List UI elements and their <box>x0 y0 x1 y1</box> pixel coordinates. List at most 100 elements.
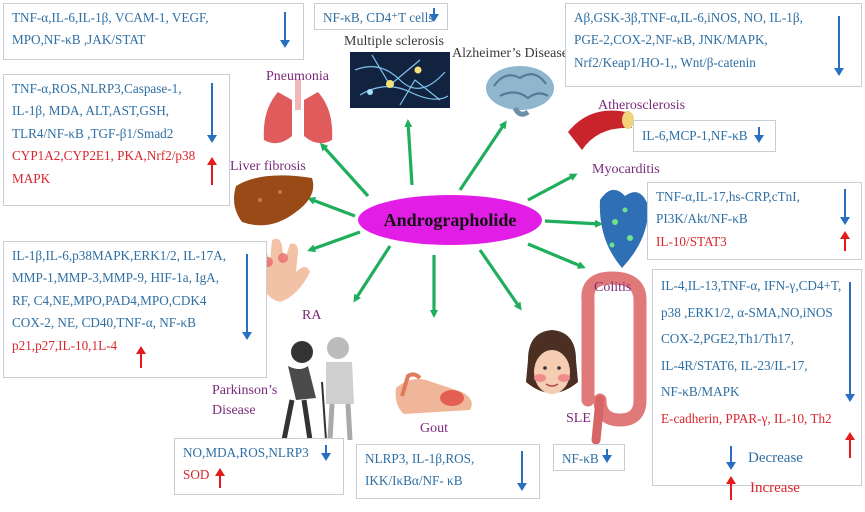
center-node: Andrographolide <box>358 195 542 245</box>
marker-line: p21,p27,IL-10,1L-4 <box>12 337 118 353</box>
increase-arrow-icon <box>136 346 146 368</box>
marker-line: TNF-α,IL-6,IL-1β, VCAM-1, VEGF, <box>12 10 209 25</box>
label-parkinsons-line2: Disease <box>212 403 256 418</box>
legend-increase-label: Increase <box>750 480 800 496</box>
arrow-colitis <box>527 242 586 269</box>
marker-line: RF, C4,NE,MPO,PAD4,MPO,CDK4 <box>12 292 207 308</box>
lungs-illustration <box>263 80 333 144</box>
legend-decrease-label: Decrease <box>748 450 803 466</box>
elderly-figures-illustration <box>281 337 354 441</box>
marker-line: NF-κB/MAPK <box>661 384 740 399</box>
marker-line: TNF-α,IL-17,hs-CRP,cTnI, <box>656 189 800 204</box>
arrow-liver-fibrosis <box>307 197 356 218</box>
increase-arrow-icon <box>215 468 225 488</box>
label-colitis: Colitis <box>594 280 632 295</box>
label-liver-fibrosis: Liver fibrosis <box>230 159 306 174</box>
marker-line: IL-1β, MDA, ALT,AST,GSH, <box>12 103 170 119</box>
arrow-sle <box>478 249 522 311</box>
brain-illustration <box>486 66 554 117</box>
marker-line: PGE-2,COX-2,NF-κB, JNK/MAPK, <box>574 32 768 48</box>
label-atherosclerosis: Atherosclerosis <box>598 98 686 113</box>
marker-line: E-cadherin, PPAR-γ, IL-10, Th2 <box>661 410 832 426</box>
face-illustration <box>526 330 578 394</box>
label-parkinsons: Parkinson’s Disease <box>212 381 277 421</box>
legend-decrease-arrow-icon <box>726 446 736 470</box>
box-parkinsons: NO,MDA,ROS,NLRP3 SOD <box>174 438 344 495</box>
decrease-arrow-icon <box>602 449 612 463</box>
box-colitis: IL-4,IL-13,TNF-α, IFN-γ,CD4+T, p38 ,ERK1… <box>652 269 862 486</box>
decrease-arrow-icon <box>834 16 844 76</box>
increase-arrow-icon <box>840 231 850 251</box>
label-sle: SLE <box>566 411 591 426</box>
label-ra: RA <box>302 308 322 323</box>
decrease-arrow-icon <box>280 12 290 48</box>
label-alzheimers: Alzheimer’s Disease <box>452 46 568 61</box>
marker-line: CYP1A2,CYP2E1, PKA,Nrf2/p38 <box>12 148 196 164</box>
box-ra: IL-1β,IL-6,p38MAPK,ERK1/2, IL-17A, MMP-1… <box>3 241 267 378</box>
decrease-arrow-icon <box>242 254 252 340</box>
decrease-arrow-icon <box>207 83 217 143</box>
label-pneumonia: Pneumonia <box>266 69 329 84</box>
decrease-arrow-icon <box>429 8 439 22</box>
marker-line: MMP-1,MMP-3,MMP-9, HIF-1a, IgA, <box>12 270 219 286</box>
box-alzheimers: Aβ,GSK-3β,TNF-α,IL-6,iNOS, NO, IL-1β, PG… <box>565 3 862 87</box>
label-parkinsons-line1: Parkinson’s <box>212 383 278 398</box>
marker-line: IL-10/STAT3 <box>656 233 727 249</box>
label-gout: Gout <box>420 421 448 436</box>
increase-arrow-icon <box>845 432 855 458</box>
marker-line: MPO,NF-κB ,JAK/STAT <box>12 32 146 48</box>
decrease-arrow-icon <box>517 451 527 491</box>
marker-line: IL-4R/STAT6, IL-23/IL-17, <box>661 357 808 373</box>
decrease-arrow-icon <box>754 127 764 143</box>
heart-illustration <box>599 189 649 268</box>
neuron-illustration <box>350 52 450 108</box>
marker-line: IL-4,IL-13,TNF-α, IFN-γ,CD4+T, <box>661 278 842 293</box>
arrow-multiple-sclerosis <box>404 119 414 186</box>
arrow-alzheimers <box>458 120 507 191</box>
intestine-illustration <box>581 271 647 445</box>
artery-illustration <box>568 110 634 150</box>
marker-line: p38 ,ERK1/2, α-SMA,NO,iNOS <box>661 304 833 320</box>
foot-illustration <box>395 372 472 414</box>
box-atherosclerosis: IL-6,MCP-1,NF-κB <box>633 120 776 152</box>
marker-line: COX-2,PGE2,Th1/Th17, <box>661 331 794 346</box>
liver-illustration <box>234 175 314 226</box>
marker-line: NLRP3, IL-1β,ROS, <box>365 451 475 466</box>
box-myocarditis: TNF-α,IL-17,hs-CRP,cTnI, PI3K/Akt/NF-κB … <box>647 182 862 260</box>
marker-line: Nrf2/Keap1/HO-1,, Wnt/β-catenin <box>574 54 756 70</box>
arrow-parkinsons <box>353 245 392 303</box>
center-label: Andrographolide <box>383 209 517 230</box>
arrow-ra <box>307 230 361 253</box>
box-gout: NLRP3, IL-1β,ROS, IKK/IκBα/NF- κB <box>356 444 540 499</box>
marker-line: TNF-α,ROS,NLRP3,Caspase-1, <box>12 81 182 96</box>
decrease-arrow-icon <box>845 282 855 402</box>
marker-line: NF-κB <box>562 451 599 466</box>
label-myocarditis: Myocarditis <box>592 162 660 177</box>
marker-line: COX-2, NE, CD40,TNF-α, NF-κB <box>12 315 196 331</box>
box-sle: NF-κB <box>553 444 625 471</box>
marker-line: IKK/IκBα/NF- κB <box>365 473 463 489</box>
box-multiple-sclerosis: NF-κB, CD4⁺T cells <box>314 3 448 30</box>
arrow-myocarditis <box>544 219 603 228</box>
marker-line: IL-1β,IL-6,p38MAPK,ERK1/2, IL-17A, <box>12 248 227 263</box>
increase-arrow-icon <box>207 157 217 185</box>
arrow-pneumonia <box>319 142 370 198</box>
decrease-arrow-icon <box>840 189 850 225</box>
legend-increase-arrow-icon <box>726 476 736 500</box>
marker-line: SOD <box>183 467 210 483</box>
marker-line: MAPK <box>12 170 51 186</box>
marker-line: NF-κB, CD4⁺T cells <box>323 10 434 25</box>
marker-line: TLR4/NF-κB ,TGF-β1/Smad2 <box>12 125 174 141</box>
label-multiple-sclerosis: Multiple sclerosis <box>344 34 444 49</box>
arrow-atherosclerosis <box>527 173 578 202</box>
box-top-left: TNF-α,IL-6,IL-1β, VCAM-1, VEGF, MPO,NF-κ… <box>3 3 304 60</box>
marker-line: IL-6,MCP-1,NF-κB <box>642 128 748 143</box>
marker-line: Aβ,GSK-3β,TNF-α,IL-6,iNOS, NO, IL-1β, <box>574 10 803 25</box>
marker-line: NO,MDA,ROS,NLRP3 <box>183 445 309 460</box>
marker-line: PI3K/Akt/NF-κB <box>656 211 748 227</box>
box-pneumonia-liver: TNF-α,ROS,NLRP3,Caspase-1, IL-1β, MDA, A… <box>3 74 230 206</box>
decrease-arrow-icon <box>321 445 331 461</box>
